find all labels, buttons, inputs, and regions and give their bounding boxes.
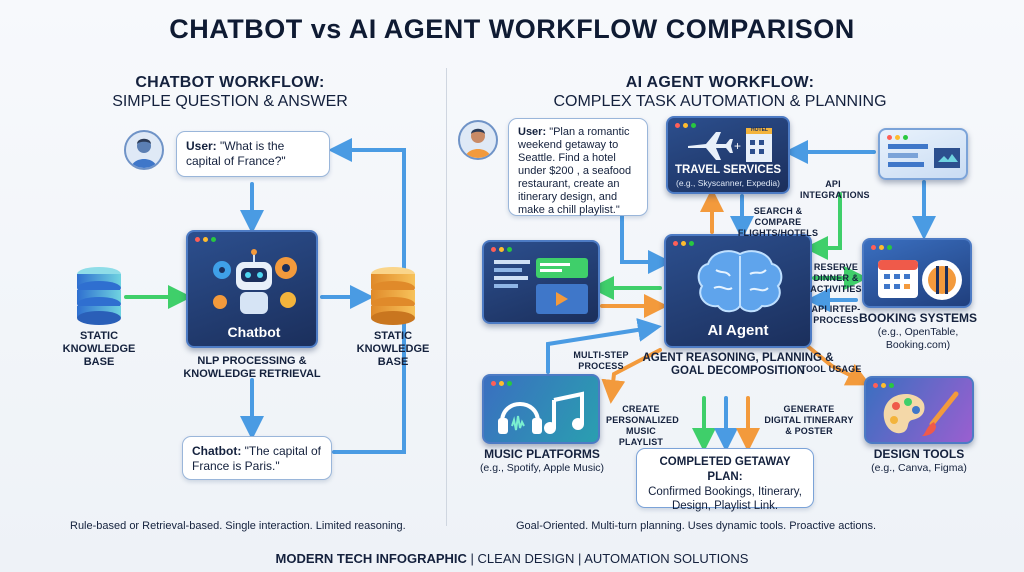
chatbot-panel-label: Chatbot — [227, 324, 281, 340]
chatbot-panel: Chatbot — [186, 230, 318, 348]
calendar-dining-icon — [878, 260, 962, 300]
ai-agent-label: AI Agent — [707, 322, 769, 339]
completed-plan-title: COMPLETED GETAWAY PLAN: — [659, 456, 791, 483]
svg-text:+: + — [734, 139, 741, 153]
arrow-user-to-agent — [620, 212, 672, 274]
user-prefix: User: — [186, 139, 217, 153]
label-generate-itinerary: GENERATE DIGITAL ITINERARY & POSTER — [764, 404, 854, 436]
user-icon — [465, 128, 491, 158]
chatbot-heading-title: CHATBOT WORKFLOW: — [135, 74, 325, 91]
user-question-text: "What is the capital of France?" — [186, 139, 286, 168]
chatbot-heading: CHATBOT WORKFLOW: SIMPLE QUESTION & ANSW… — [40, 73, 420, 111]
reply-prefix: Chatbot: — [192, 444, 242, 458]
kb-right-label: STATIC KNOWLEDGE BASE — [356, 330, 430, 368]
page-title: CHATBOT vs AI AGENT WORKFLOW COMPARISON — [169, 14, 855, 44]
arrow-tool-usage — [798, 338, 871, 386]
bottom-tagline: MODERN TECH INFOGRAPHIC | CLEAN DESIGN |… — [0, 551, 1024, 566]
travel-services-title: TRAVEL SERVICES — [674, 164, 782, 176]
arrow-agent-to-music — [601, 348, 662, 404]
music-platforms-sub: (e.g., Spotify, Apple Music) — [479, 462, 605, 474]
chatbot-reply-bubble: Chatbot: "The capital of France is Paris… — [182, 436, 332, 480]
tagline-rest: | CLEAN DESIGN | AUTOMATION SOLUTIONS — [466, 551, 749, 566]
agent-heading-sub: COMPLEX TASK AUTOMATION & PLANNING — [553, 93, 887, 110]
ai-agent-panel: AI Agent — [664, 234, 812, 348]
agent-reasoning-caption: AGENT REASONING, PLANNING & GOAL DECOMPO… — [642, 352, 834, 377]
travel-services-panel: + HOTEL TRAVEL SERVICES (e.g., Skyscanne… — [666, 116, 790, 194]
label-api-integrations: API INTEGRATIONS — [800, 179, 870, 200]
database-icon-right — [371, 267, 415, 325]
arrow-api-integrations — [804, 192, 842, 260]
booking-systems-sub: (e.g., OpenTable, Booking.com) — [877, 326, 959, 351]
agent-heading-title: AI AGENT WORKFLOW: — [625, 74, 815, 91]
tagline-bold: MODERN TECH INFOGRAPHIC — [275, 551, 467, 566]
chatbot-heading-sub: SIMPLE QUESTION & ANSWER — [112, 93, 348, 110]
agent-user-bubble: User: "Plan a romantic weekend getaway t… — [508, 118, 648, 216]
agent-footer: Goal-Oriented. Multi-turn planning. Uses… — [516, 520, 877, 532]
agent-user-text: "Plan a romantic weekend getaway to Seat… — [518, 126, 632, 216]
content-dashboard-panel — [482, 240, 600, 324]
booking-systems-panel — [862, 238, 972, 308]
agent-user-avatar — [458, 120, 498, 160]
user-avatar — [124, 130, 164, 170]
agent-user-prefix: User: — [518, 126, 547, 138]
label-create-playlist: CREATE PERSONALIZED MUSIC PLAYLIST — [606, 404, 679, 447]
user-question-bubble: User: "What is the capital of France?" — [176, 131, 330, 177]
robot-icon — [213, 249, 297, 314]
plane-hotel-icon: + — [688, 128, 772, 162]
dashboard-icon — [494, 258, 588, 314]
kb-left-label: STATIC KNOWLEDGE BASE — [62, 330, 136, 368]
design-tools-sub: (e.g., Canva, Figma) — [871, 462, 967, 474]
design-tools-panel — [864, 376, 974, 444]
label-search-compare: SEARCH & COMPARE FLIGHTS/HOTELS — [737, 206, 819, 238]
brain-icon — [697, 250, 783, 313]
web-layout-icon — [888, 144, 960, 168]
music-platforms-title: MUSIC PLATFORMS — [484, 447, 600, 461]
user-icon — [131, 138, 157, 168]
nlp-process-caption: NLP PROCESSING & KNOWLEDGE RETRIEVAL — [183, 355, 321, 380]
hotel-sign: HOTEL — [751, 127, 768, 133]
label-multistep: MULTI-STEP PROCESS — [573, 350, 629, 371]
palette-brush-icon — [883, 391, 959, 436]
label-api-process: API IRTEP-PROCESS — [811, 304, 861, 325]
web-api-window — [878, 128, 968, 180]
travel-services-sub: (e.g., Skyscanner, Expedia) — [676, 178, 780, 188]
section-divider — [446, 68, 447, 526]
chatbot-footer: Rule-based or Retrieval-based. Single in… — [70, 520, 406, 532]
headphones-music-icon — [498, 391, 584, 434]
booking-systems-title: BOOKING SYSTEMS — [858, 311, 977, 325]
completed-plan-body: Confirmed Bookings, Itinerary, Design, P… — [648, 486, 802, 512]
arrow-multistep — [546, 318, 662, 374]
database-icon-left — [77, 267, 121, 325]
design-tools-title: DESIGN TOOLS — [873, 447, 965, 461]
label-reserve-dinner: RESERVE DINNER & ACTIVITIES — [810, 262, 862, 294]
agent-heading: AI AGENT WORKFLOW: COMPLEX TASK AUTOMATI… — [520, 73, 920, 111]
label-tool-usage: TOOL USAGE — [800, 364, 862, 374]
music-platforms-panel — [482, 374, 600, 444]
completed-plan-box: COMPLETED GETAWAY PLAN: Confirmed Bookin… — [636, 448, 814, 512]
reply-text: "The capital of France is Paris." — [192, 444, 321, 473]
